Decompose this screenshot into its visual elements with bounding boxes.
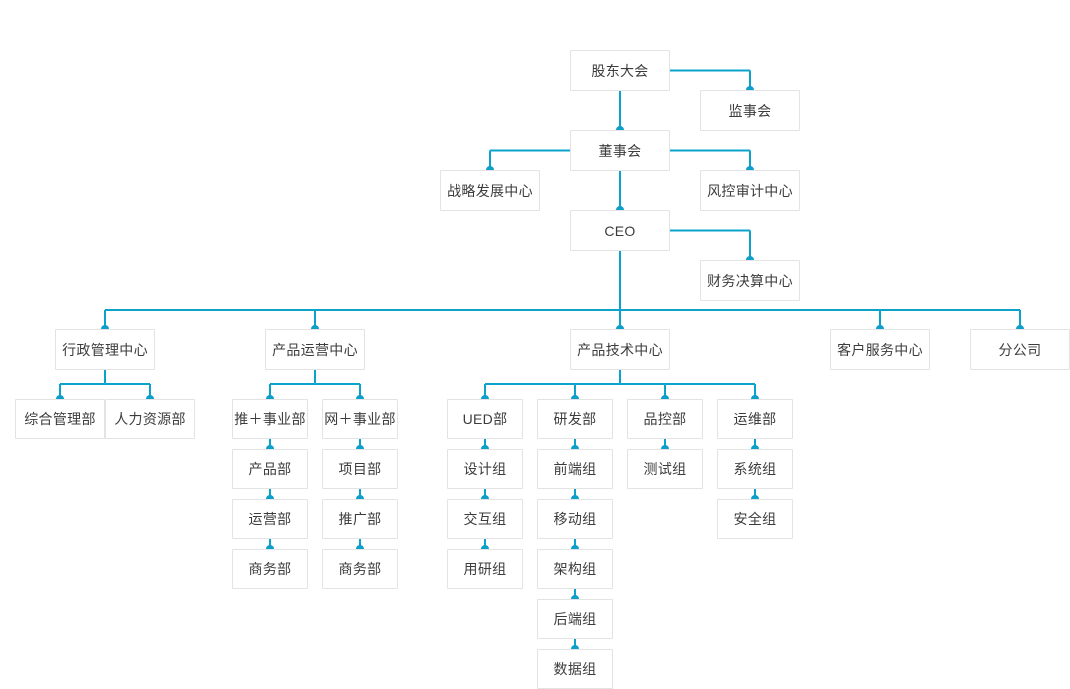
org-node-label: 产品技术中心 [577, 341, 663, 358]
org-node-rnd[interactable]: 研发部 [537, 399, 613, 439]
org-node-board[interactable]: 董事会 [570, 130, 670, 171]
org-node-label: 推广部 [338, 511, 382, 527]
org-node-label: 商务部 [248, 561, 292, 577]
org-node-label: 运维部 [733, 411, 777, 427]
org-node-business1[interactable]: 商务部 [232, 549, 308, 589]
org-node-finance[interactable]: 财务决算中心 [700, 260, 800, 301]
org-node-label: 风控审计中心 [707, 182, 793, 199]
org-node-label: 项目部 [338, 461, 382, 477]
org-node-label: UED部 [462, 411, 508, 427]
org-node-label: 网＋事业部 [324, 411, 396, 427]
org-node-label: 股东大会 [591, 62, 649, 79]
org-node-label: 产品部 [248, 461, 292, 477]
org-node-ceo[interactable]: CEO [570, 210, 670, 251]
org-node-label: 交互组 [463, 511, 507, 527]
org-node-tui[interactable]: 推＋事业部 [232, 399, 308, 439]
org-node-label: 董事会 [598, 142, 642, 159]
org-node-label: 安全组 [733, 511, 777, 527]
org-node-design[interactable]: 设计组 [447, 449, 523, 489]
org-node-label: 用研组 [463, 561, 507, 577]
org-node-label: 数据组 [553, 661, 597, 677]
org-node-label: 前端组 [553, 461, 597, 477]
org-node-operation[interactable]: 运营部 [232, 499, 308, 539]
org-node-label: 移动组 [553, 511, 597, 527]
org-node-prodops[interactable]: 产品运营中心 [265, 329, 365, 370]
org-node-label: 客户服务中心 [837, 341, 923, 358]
org-node-label: 分公司 [998, 341, 1042, 358]
org-node-data[interactable]: 数据组 [537, 649, 613, 689]
org-node-branch[interactable]: 分公司 [970, 329, 1070, 370]
org-node-label: 产品运营中心 [272, 341, 358, 358]
org-node-supervisors[interactable]: 监事会 [700, 90, 800, 131]
org-node-frontend[interactable]: 前端组 [537, 449, 613, 489]
org-node-label: 战略发展中心 [447, 182, 533, 199]
org-node-admin[interactable]: 行政管理中心 [55, 329, 155, 370]
org-node-label: 综合管理部 [24, 411, 96, 427]
org-node-label: CEO [604, 222, 636, 239]
org-node-label: 架构组 [553, 561, 597, 577]
org-node-label: 系统组 [733, 461, 777, 477]
org-node-hr[interactable]: 人力资源部 [105, 399, 195, 439]
org-node-shareholders[interactable]: 股东大会 [570, 50, 670, 91]
org-node-project[interactable]: 项目部 [322, 449, 398, 489]
org-node-product[interactable]: 产品部 [232, 449, 308, 489]
org-node-ops[interactable]: 运维部 [717, 399, 793, 439]
org-node-label: 运营部 [248, 511, 292, 527]
org-node-test[interactable]: 测试组 [627, 449, 703, 489]
org-node-riskaudit[interactable]: 风控审计中心 [700, 170, 800, 211]
org-node-label: 监事会 [728, 102, 772, 119]
org-node-mobile[interactable]: 移动组 [537, 499, 613, 539]
org-node-wang[interactable]: 网＋事业部 [322, 399, 398, 439]
org-node-label: 研发部 [553, 411, 597, 427]
org-node-label: 品控部 [643, 411, 687, 427]
org-node-label: 财务决算中心 [707, 272, 793, 289]
org-node-label: 人力资源部 [114, 411, 186, 427]
org-node-ued[interactable]: UED部 [447, 399, 523, 439]
org-node-label: 行政管理中心 [62, 341, 148, 358]
org-node-security[interactable]: 安全组 [717, 499, 793, 539]
org-node-backend[interactable]: 后端组 [537, 599, 613, 639]
org-node-arch[interactable]: 架构组 [537, 549, 613, 589]
org-node-label: 测试组 [643, 461, 687, 477]
org-node-label: 后端组 [553, 611, 597, 627]
org-node-prodtech[interactable]: 产品技术中心 [570, 329, 670, 370]
org-node-system[interactable]: 系统组 [717, 449, 793, 489]
org-node-promotion[interactable]: 推广部 [322, 499, 398, 539]
org-node-research[interactable]: 用研组 [447, 549, 523, 589]
org-node-strategy[interactable]: 战略发展中心 [440, 170, 540, 211]
org-node-interaction[interactable]: 交互组 [447, 499, 523, 539]
org-node-general[interactable]: 综合管理部 [15, 399, 105, 439]
org-node-label: 设计组 [463, 461, 507, 477]
org-node-business2[interactable]: 商务部 [322, 549, 398, 589]
org-node-qa[interactable]: 品控部 [627, 399, 703, 439]
org-node-label: 商务部 [338, 561, 382, 577]
org-node-customer[interactable]: 客户服务中心 [830, 329, 930, 370]
org-node-label: 推＋事业部 [234, 411, 306, 427]
